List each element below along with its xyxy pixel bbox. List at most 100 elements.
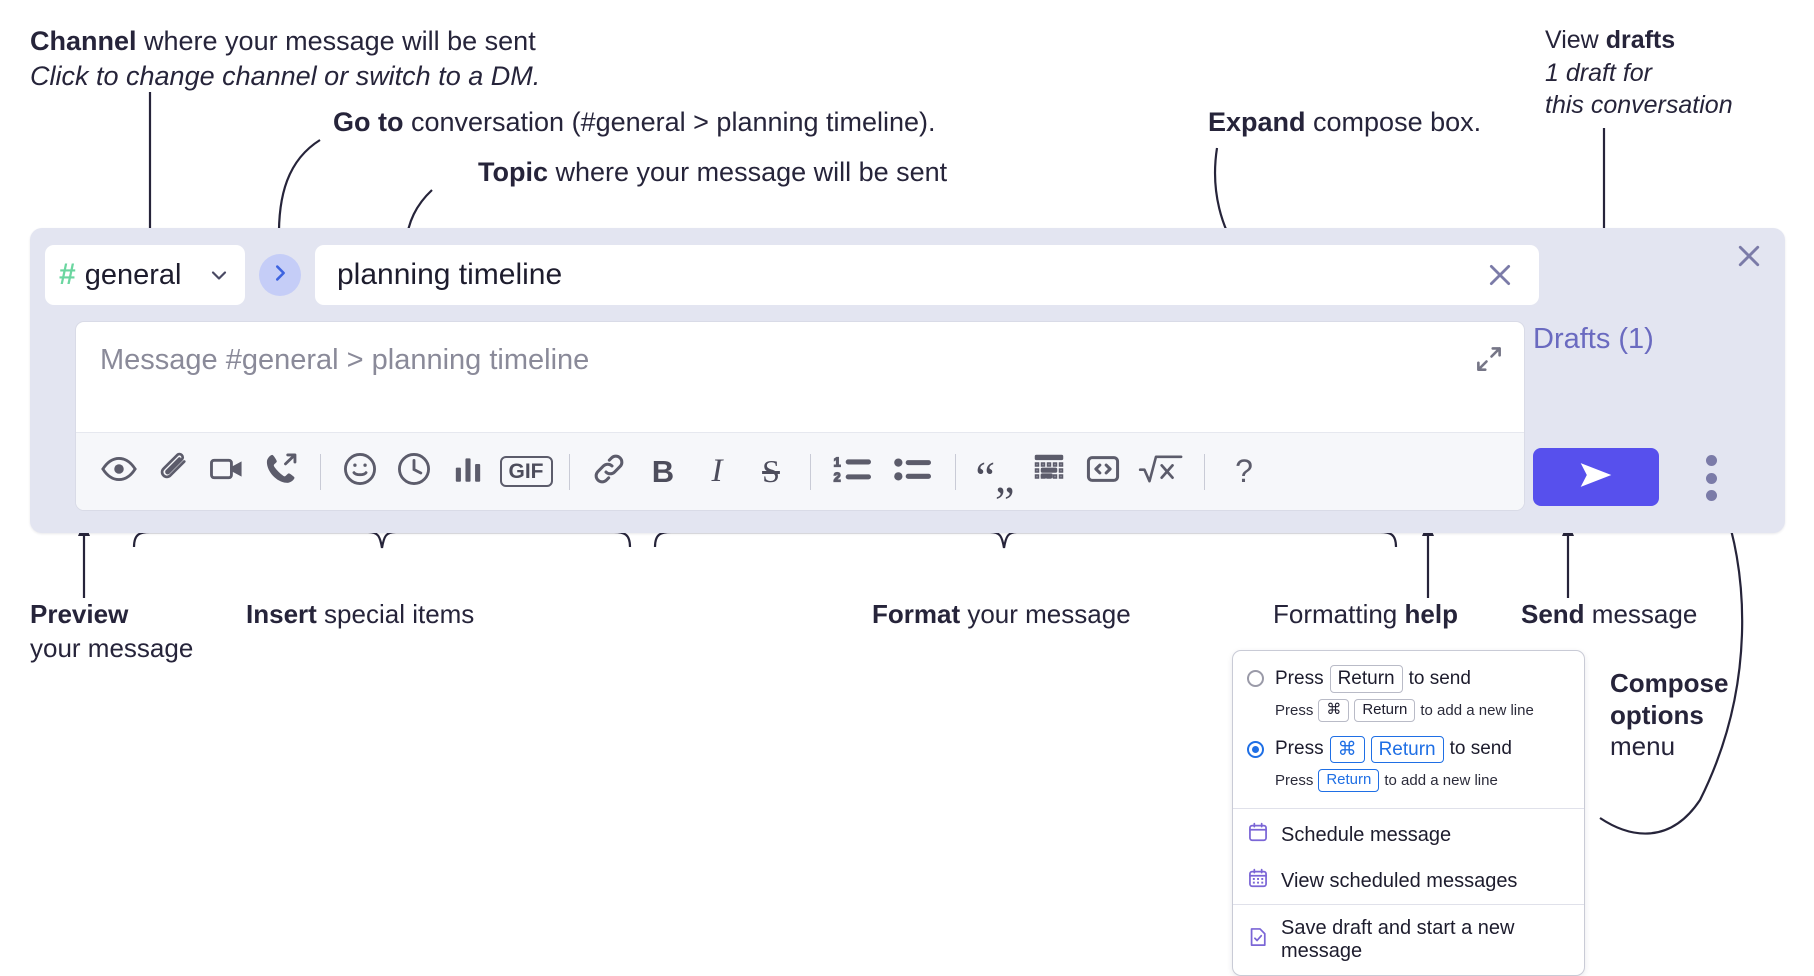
annotation-goto: Go to conversation (#general > planning … (333, 105, 1093, 140)
annotation-send: Send message (1521, 598, 1814, 632)
annotation-help-bold: help (1404, 599, 1458, 629)
poll-bar-chart-icon (451, 452, 485, 491)
hint-pre-text: Press (1275, 772, 1314, 790)
formatting-help-button[interactable]: ? (1217, 445, 1271, 499)
bulleted-list-button[interactable] (883, 445, 943, 499)
annotation-expand-rest: compose box. (1305, 107, 1482, 137)
toolbar-divider (810, 453, 811, 490)
italic-button[interactable]: I (690, 445, 744, 499)
ordered-list-icon: 1 2 (833, 452, 873, 491)
phone-call-icon (263, 451, 299, 492)
message-input[interactable]: Message #general > planning timeline (76, 322, 1524, 432)
drafts-link[interactable]: Drafts (1) (1533, 323, 1654, 355)
menu-item-save-draft[interactable]: Save draft and start a new message (1233, 905, 1584, 975)
annotation-preview: Preview your message (30, 598, 260, 666)
annotation-compose-options: Compose options menu (1610, 668, 1814, 763)
toolbar-divider (955, 453, 956, 490)
emoji-button[interactable] (333, 445, 387, 499)
preview-button[interactable] (92, 445, 146, 499)
bold-button[interactable]: B (636, 445, 690, 499)
key-return: Return (1318, 769, 1380, 792)
hash-icon: # (59, 258, 76, 291)
annotation-format-rest: your message (960, 599, 1131, 629)
send-paper-plane-icon (1574, 458, 1618, 497)
annotation-send-rest: message (1584, 599, 1698, 629)
annotation-channel-bold: Channel (30, 26, 137, 56)
link-icon (590, 450, 628, 493)
attachment-paperclip-icon (155, 451, 191, 492)
svg-text:1: 1 (834, 455, 841, 469)
annotation-goto-rest: conversation (#general > planning timeli… (403, 107, 936, 137)
topic-clear-button[interactable] (1483, 258, 1517, 292)
expand-compose-button[interactable] (1472, 344, 1506, 378)
toolbar-divider (1204, 453, 1205, 490)
annotation-compose-bold1: Compose (1610, 668, 1729, 698)
poll-button[interactable] (441, 445, 495, 499)
attachment-button[interactable] (146, 445, 200, 499)
menu-item-label: View scheduled messages (1281, 869, 1518, 892)
menu-item-view-scheduled[interactable]: View scheduled messages (1233, 858, 1584, 904)
key-cmd: ⌘ (1318, 698, 1350, 722)
key-return: Return (1354, 698, 1416, 722)
hint-pre-text: Press (1275, 701, 1314, 719)
bulleted-list-icon (893, 452, 933, 491)
link-button[interactable] (582, 445, 636, 499)
calendar-schedule-icon (1247, 821, 1269, 849)
video-button[interactable] (200, 445, 254, 499)
send-option-return-label: Press Return to send (1275, 665, 1471, 693)
gif-icon: GIF (499, 456, 553, 487)
reminder-button[interactable] (387, 445, 441, 499)
more-vertical-dot (1705, 455, 1717, 466)
option-pre-text: Press (1275, 667, 1324, 689)
help-question-icon: ? (1235, 453, 1253, 489)
compose-options-button[interactable] (1694, 455, 1728, 501)
close-icon (1734, 241, 1764, 276)
menu-item-label: Save draft and start a new message (1281, 917, 1515, 962)
code-block-button[interactable] (1022, 445, 1076, 499)
send-option-cmd-return-hint: Press Return to add a new line (1233, 765, 1584, 798)
strikethrough-icon: S (762, 453, 780, 489)
file-check-icon (1247, 926, 1269, 954)
annotation-preview-line2: your message (30, 632, 194, 663)
menu-divider (1233, 904, 1584, 905)
more-vertical-dot (1705, 490, 1717, 501)
menu-item-schedule-message[interactable]: Schedule message (1233, 809, 1584, 858)
radio-selected-icon (1247, 740, 1264, 758)
italic-icon: I (711, 453, 723, 489)
clock-icon (395, 450, 433, 493)
send-option-cmd-return[interactable]: Press ⌘ Return to send (1233, 734, 1584, 766)
huddle-call-button[interactable] (254, 445, 308, 499)
topic-field[interactable]: planning timeline (315, 245, 1539, 305)
chevron-down-icon (207, 263, 231, 287)
send-option-return[interactable]: Press Return to send (1233, 663, 1584, 695)
key-cmd: ⌘ (1329, 735, 1365, 764)
gif-button[interactable]: GIF (495, 445, 557, 499)
annotation-formatting-help: Formatting help (1273, 598, 1603, 632)
compose-options-menu: Press Return to send Press ⌘ Return to a… (1232, 650, 1585, 976)
channel-selector[interactable]: # general (45, 245, 245, 305)
annotation-expand: Expand compose box. (1208, 105, 1628, 140)
calendar-grid-icon (1247, 867, 1269, 895)
strikethrough-button[interactable]: S (744, 445, 798, 499)
annotation-topic-bold: Topic (478, 157, 548, 187)
expand-arrows-icon (1474, 344, 1504, 379)
annotation-goto-bold: Go to (333, 107, 404, 137)
annotation-insert-bold: Insert (246, 599, 317, 629)
panel-close-button[interactable] (1733, 242, 1765, 274)
annotation-topic: Topic where your message will be sent (478, 155, 1178, 190)
radio-unselected-icon (1247, 670, 1264, 688)
annotation-compose-bold2: options (1610, 699, 1704, 730)
blockquote-button[interactable]: “„ (968, 445, 1022, 500)
send-button[interactable] (1533, 448, 1659, 506)
goto-conversation-button[interactable] (259, 254, 301, 296)
inline-code-button[interactable] (1076, 445, 1130, 499)
menu-divider (1233, 808, 1584, 809)
ordered-list-button[interactable]: 1 2 (823, 445, 883, 499)
hint-post-text: to add a new line (1420, 701, 1534, 719)
send-option-cmd-return-label: Press ⌘ Return to send (1275, 735, 1512, 764)
annotation-drafts: View drafts 1 draft for this conversatio… (1545, 24, 1814, 122)
preview-eye-icon (100, 450, 138, 493)
math-button[interactable] (1130, 445, 1192, 499)
bold-icon: B (651, 453, 675, 489)
key-return: Return (1370, 735, 1444, 764)
